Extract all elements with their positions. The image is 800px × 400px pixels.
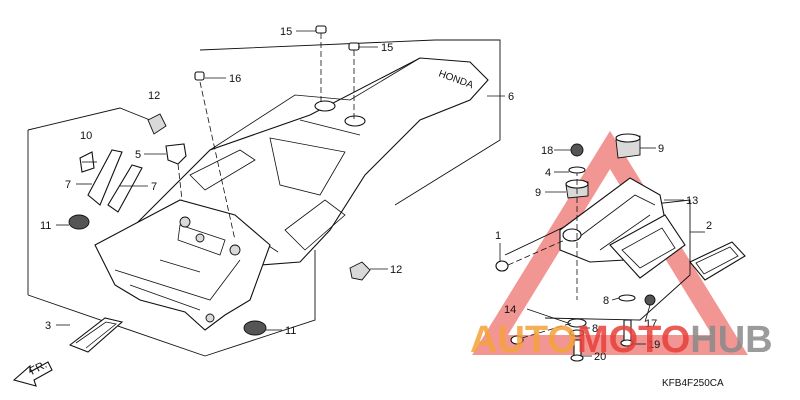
callout-15: 15: [280, 26, 292, 38]
callout-3: 3: [45, 320, 51, 332]
callout-4: 4: [545, 167, 551, 179]
watermark-text-moto: MOTO: [577, 319, 690, 361]
svg-text:AUTOMOTOHUB: AUTOMOTOHUB: [470, 319, 773, 361]
callout-7: 7: [151, 181, 157, 193]
watermark-text-hub: HUB: [690, 319, 772, 361]
watermark-text-auto: AUTO: [470, 319, 577, 361]
figure-code: KFB4F250CA: [662, 378, 724, 389]
callout-20: 20: [594, 351, 606, 363]
callout-18: 18: [541, 145, 553, 157]
callout-1: 1: [495, 230, 501, 242]
callout-14: 14: [504, 304, 516, 316]
inner-mudguard: [94, 199, 271, 331]
right-assembly: [495, 133, 746, 362]
callout-8: 8: [592, 323, 598, 335]
callout-19: 19: [648, 339, 660, 351]
callout-9: 9: [535, 187, 541, 199]
callout-7: 7: [65, 179, 71, 191]
callout-11: 11: [40, 220, 51, 232]
callout-13: 13: [686, 195, 698, 207]
callout-16: 16: [229, 73, 241, 85]
front-direction-arrow: FR.: [12, 359, 53, 387]
left-small-parts: [68, 25, 371, 353]
callout-labels: 15 15 16 12 10 5 7 7 11 11 12 3 6 9 18 4…: [40, 26, 712, 363]
callout-11: 11: [285, 325, 296, 337]
callout-12: 12: [390, 264, 402, 276]
front-arrow-label: FR.: [28, 359, 49, 378]
callout-5: 5: [135, 149, 141, 161]
callout-8: 8: [603, 295, 609, 307]
leader-lines: [56, 30, 705, 357]
callout-2: 2: [706, 220, 712, 232]
callout-17: 17: [645, 318, 657, 330]
callout-6: 6: [508, 91, 514, 103]
callout-9: 9: [658, 143, 664, 155]
callout-15: 15: [381, 42, 393, 54]
watermark-text: AUTOMOTOHUB: [470, 319, 773, 361]
callout-12: 12: [148, 90, 160, 102]
callout-10: 10: [80, 130, 92, 142]
